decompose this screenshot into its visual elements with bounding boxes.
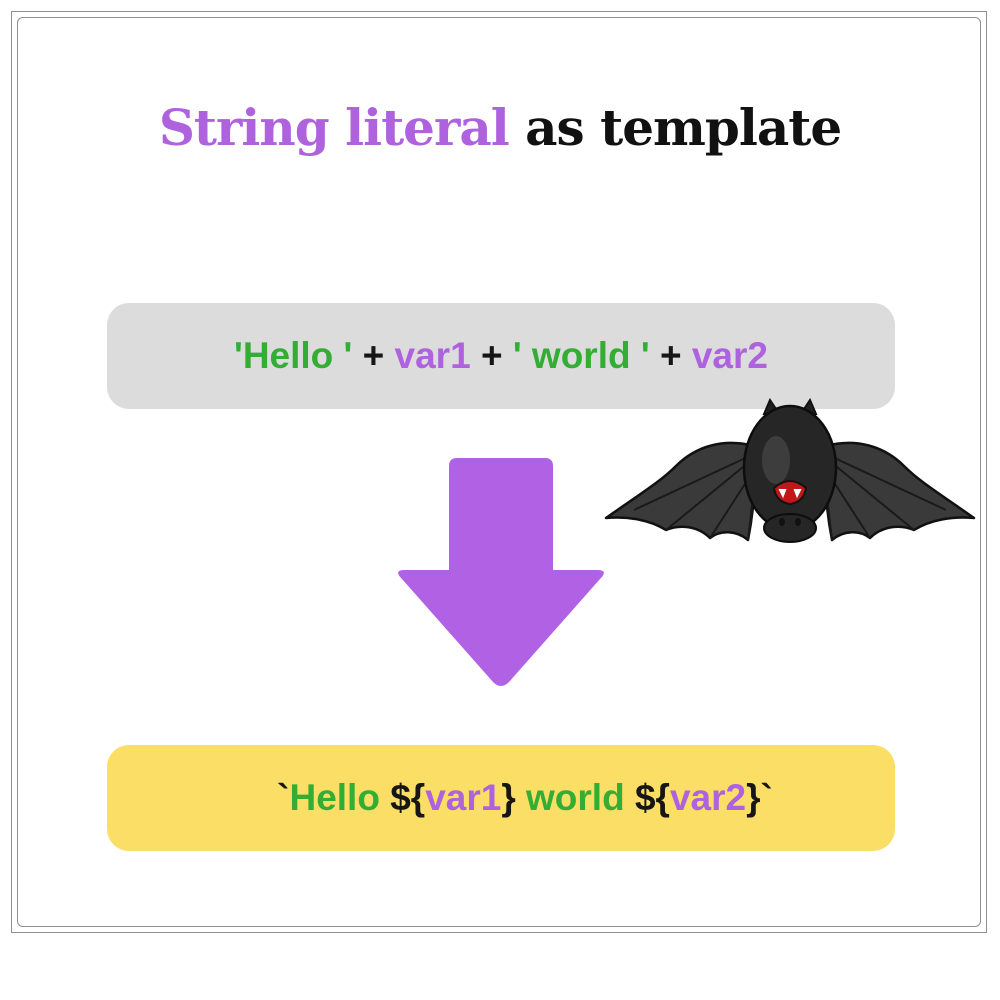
- code-token: }: [746, 777, 761, 818]
- page-title: String literal as template: [0, 98, 1000, 157]
- bat-body: [742, 398, 838, 543]
- concatenation-code: 'Hello ' + var1 + ' world ' + var2: [234, 335, 768, 377]
- code-token: ${: [390, 777, 426, 818]
- inner-border: [17, 17, 981, 927]
- code-token: `: [760, 777, 773, 818]
- code-token: var1: [394, 335, 471, 376]
- code-token: Hello: [289, 777, 391, 818]
- concatenation-code-box: 'Hello ' + var1 + ' world ' + var2: [107, 303, 895, 409]
- title-accent: String literal: [158, 98, 510, 157]
- code-token: var1: [425, 777, 502, 818]
- code-token: 'Hello ': [234, 335, 353, 376]
- bat-right-wing: [824, 441, 976, 542]
- code-token: ${: [634, 777, 670, 818]
- code-token: }: [501, 777, 516, 818]
- code-token: +: [352, 335, 395, 376]
- code-token: var2: [691, 335, 768, 376]
- down-arrow-icon: [398, 458, 604, 686]
- code-token: var2: [669, 777, 747, 818]
- template-literal-code: `Hello ${var1} world ${var2}`: [229, 777, 773, 819]
- outer-border: [11, 11, 987, 933]
- template-literal-code-box: `Hello ${var1} world ${var2}`: [107, 745, 895, 851]
- title-rest: as template: [525, 98, 842, 157]
- code-token: +: [470, 335, 513, 376]
- bat-left-wing: [604, 441, 756, 542]
- code-token: world: [515, 777, 635, 818]
- code-token: `: [277, 777, 290, 818]
- bat-icon: [604, 398, 976, 543]
- code-token: ' world ': [512, 335, 650, 376]
- down-arrow-shape: [398, 458, 604, 686]
- code-token: +: [649, 335, 692, 376]
